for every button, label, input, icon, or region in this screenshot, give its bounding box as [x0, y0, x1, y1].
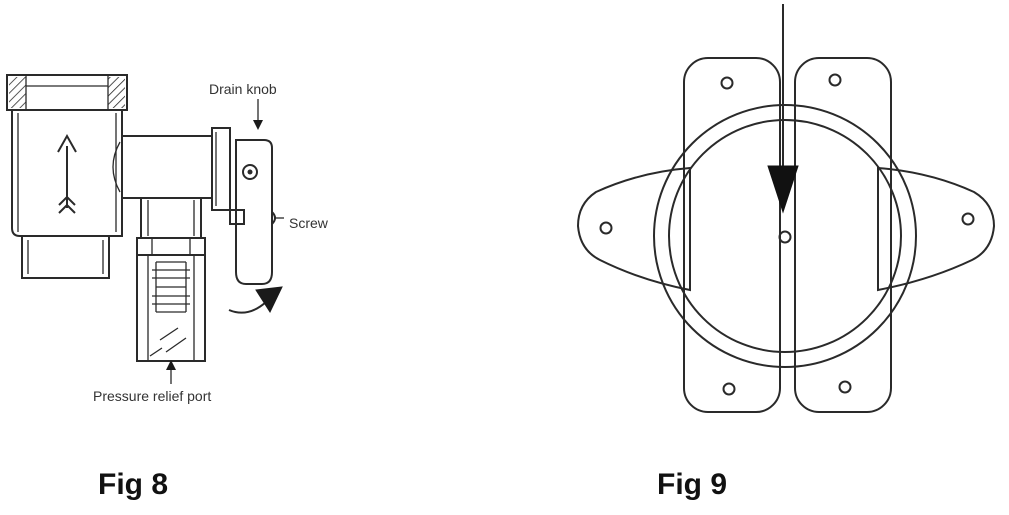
screw-label: Screw: [289, 215, 329, 231]
mounting-side-ears: [576, 166, 996, 292]
pressure-relief-port-label: Pressure relief port: [93, 388, 211, 404]
mounting-hole: [838, 380, 852, 394]
valve-lower-stem: [136, 197, 206, 256]
mounting-hole: [599, 221, 613, 235]
mounting-hole: [828, 73, 842, 87]
drain-knob: [229, 139, 273, 285]
screw-icon: [271, 211, 284, 225]
pressure-relief-port-callout: Pressure relief port: [93, 360, 211, 404]
fig8-caption: Fig 8: [98, 468, 168, 501]
down-arrow-icon: [767, 4, 799, 214]
valve-top-nut: [6, 74, 128, 111]
mounting-lugs: [683, 57, 892, 413]
fig9-mounting-diagram: Fig 9: [576, 4, 996, 501]
mounting-plate-ring: [653, 104, 917, 368]
fig8-valve-diagram: Drain knob Screw Pressure relief port Fi…: [6, 74, 329, 501]
pressure-relief-port-tube: [136, 254, 206, 362]
mounting-hole: [720, 76, 734, 90]
center-hole: [778, 230, 792, 244]
mounting-holes: [599, 73, 975, 396]
mounting-hole: [961, 212, 975, 226]
valve-bottom-thread: [21, 235, 110, 279]
drain-knob-label: Drain knob: [209, 81, 277, 97]
flow-direction-arrow-icon: [57, 133, 77, 214]
drain-knob-callout: Drain knob: [209, 81, 277, 130]
rotation-arrow-icon: [228, 286, 283, 314]
mounting-hole: [722, 382, 736, 396]
fig9-caption: Fig 9: [657, 468, 727, 501]
